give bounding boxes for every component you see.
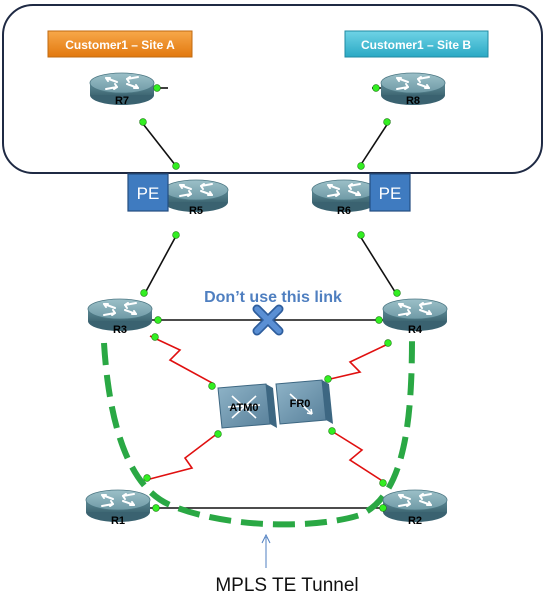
site-a-label-box: Customer1 – Site A (47, 30, 193, 58)
router-label-r8: R8 (406, 95, 420, 107)
router-label-r6: R6 (337, 205, 351, 217)
atm-switch-icon (217, 383, 277, 429)
switch-label-fr: FR0 (290, 398, 311, 410)
pe-label-right: PE (379, 184, 402, 203)
frame-relay-switch-icon (275, 379, 333, 425)
forbidden-x-icon (252, 304, 284, 336)
no-link-annotation: Don’t use this link (204, 289, 342, 306)
router-label-r3: R3 (113, 324, 127, 336)
site-b-label-box: Customer1 – Site B (344, 30, 489, 58)
router-label-r4: R4 (408, 324, 423, 336)
switch-label-atm: ATM0 (229, 402, 258, 414)
pe-box-left: PE (127, 173, 169, 212)
pe-box-right: PE (369, 173, 411, 212)
router-label-r2: R2 (408, 515, 422, 527)
frame-relay-switch[interactable] (275, 379, 333, 425)
interface-dots (139, 84, 401, 512)
router-label-r7: R7 (115, 95, 129, 107)
router-label-r5: R5 (189, 205, 203, 217)
arrow-icon (261, 533, 271, 568)
site-a-label: Customer1 – Site A (65, 38, 175, 52)
pe-label-left: PE (137, 184, 160, 203)
tunnel-annotation: MPLS TE Tunnel (215, 575, 358, 596)
atm-switch[interactable] (217, 383, 277, 429)
serial-links (145, 335, 389, 483)
customer-domain-box (2, 4, 543, 174)
site-b-label: Customer1 – Site B (361, 38, 471, 52)
mpls-te-tunnel-path (101, 337, 415, 528)
router-label-r1: R1 (111, 515, 125, 527)
